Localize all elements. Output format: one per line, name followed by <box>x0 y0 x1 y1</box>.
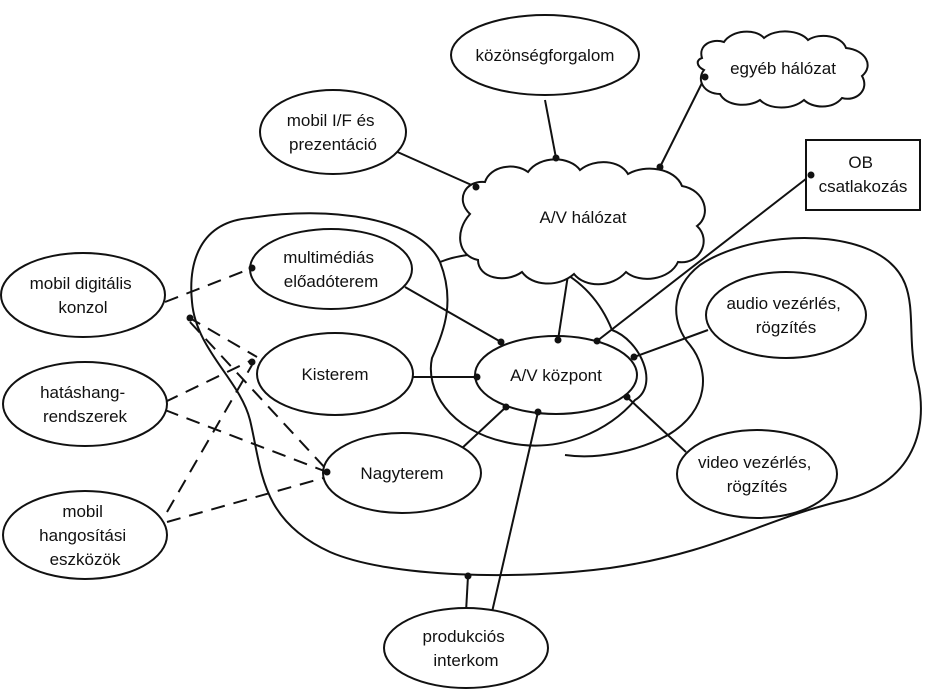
connector <box>557 274 569 341</box>
connection-dot <box>623 393 631 401</box>
dashed-connector <box>166 476 328 523</box>
connector <box>544 99 557 159</box>
small-hall-label: Kisterem <box>301 365 368 384</box>
connection-dot <box>497 338 505 346</box>
dashed-connector <box>166 364 253 513</box>
av-center-label: A/V központ <box>510 366 602 385</box>
connection-dot <box>701 73 709 81</box>
connector <box>659 76 706 168</box>
connection-dot <box>502 403 510 411</box>
connector <box>596 174 812 342</box>
large-hall-label: Nagyterem <box>360 464 443 483</box>
connector <box>392 149 477 188</box>
mobile-pa-label: mobil hangosítási eszközök <box>39 502 131 569</box>
connection-dot <box>807 171 815 179</box>
av-network-label: A/V hálózat <box>540 208 627 227</box>
connector <box>491 411 539 613</box>
multimedia-hall-label: multimédiás előadóterem <box>283 248 378 291</box>
main-venue-region <box>190 217 922 577</box>
connector <box>459 406 507 451</box>
ob-connection-box <box>805 139 921 211</box>
connection-dot <box>534 408 542 416</box>
connection-dot <box>464 572 472 580</box>
audio-control-label: audio vezérlés, rögzítés <box>726 294 845 337</box>
connection-dot <box>630 353 638 361</box>
connector <box>626 396 687 453</box>
mobile-if-node <box>259 89 407 175</box>
dashed-connector <box>164 267 253 303</box>
connection-dot <box>552 154 560 162</box>
other-network-cloud <box>696 30 869 109</box>
dashed-connector <box>187 316 258 358</box>
dashed-connector <box>164 409 328 473</box>
public-traffic-label: közönségforgalom <box>476 46 615 65</box>
large-hall-node <box>322 432 482 514</box>
mobile-console-label: mobil digitális konzol <box>30 274 137 317</box>
multimedia-hall-node <box>249 228 413 310</box>
connector <box>404 286 502 343</box>
connection-dot <box>186 314 194 322</box>
connection-dot <box>554 336 562 344</box>
mobile-console-node <box>0 252 166 338</box>
connection-dot <box>593 337 601 345</box>
dashed-connector <box>189 321 328 471</box>
production-intercom-node <box>383 607 549 689</box>
other-network-label: egyéb hálózat <box>730 59 836 78</box>
connector <box>633 329 709 358</box>
mobile-if-label: mobil I/F és prezentáció <box>287 111 380 154</box>
connection-dot <box>323 468 331 476</box>
production-intercom-label: produkciós interkom <box>423 627 510 670</box>
effects-systems-label: hatáshang- rendszerek <box>40 383 130 426</box>
connection-dot <box>656 163 664 171</box>
video-control-node <box>676 429 838 519</box>
dashed-connector <box>164 359 253 403</box>
small-hall-node <box>256 332 414 416</box>
video-control-label: video vezérlés, rögzítés <box>698 453 816 496</box>
connection-dots <box>186 73 815 580</box>
connection-dot <box>473 373 481 381</box>
connection-dot <box>248 358 256 366</box>
ob-connection-label: OB csatlakozás <box>819 153 908 196</box>
av-network-cloud <box>459 158 706 286</box>
effects-systems-node <box>2 361 168 447</box>
mobile-pa-node <box>2 490 168 580</box>
connection-dot <box>472 183 480 191</box>
connector <box>465 575 469 613</box>
audio-control-node <box>705 271 867 359</box>
connection-dot <box>248 264 256 272</box>
public-traffic-node <box>450 14 640 96</box>
